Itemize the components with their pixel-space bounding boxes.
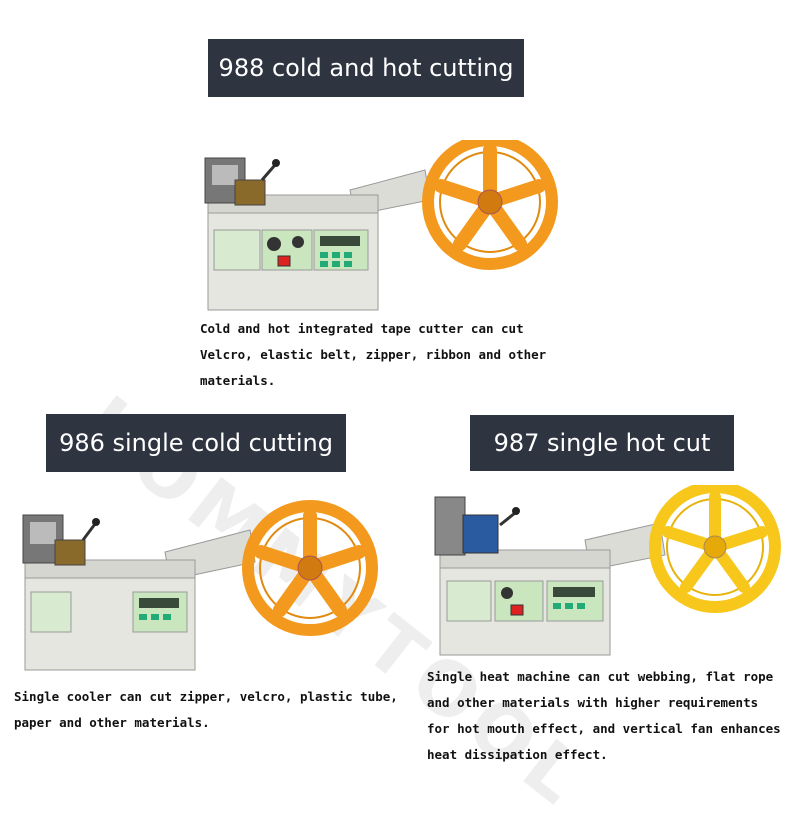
banner-986-text: 986 single cold cutting xyxy=(59,429,333,457)
banner-987-text: 987 single hot cut xyxy=(493,429,711,457)
machine-988-image xyxy=(204,140,558,311)
caption-988: Cold and hot integrated tape cutter can … xyxy=(200,316,546,394)
machine-986-image xyxy=(22,500,378,671)
caption-987-line-1: Single heat machine can cut webbing, fla… xyxy=(427,669,774,684)
caption-988-line-2: Velcro, elastic belt, zipper, ribbon and… xyxy=(200,347,547,362)
caption-987: Single heat machine can cut webbing, fla… xyxy=(427,664,781,768)
caption-986-line-2: paper and other materials. xyxy=(14,715,210,730)
caption-987-line-4: heat dissipation effect. xyxy=(427,747,608,762)
caption-987-line-3: for hot mouth effect, and vertical fan e… xyxy=(427,721,781,736)
banner-987: 987 single hot cut xyxy=(470,415,734,471)
banner-988-text: 988 cold and hot cutting xyxy=(218,54,514,82)
banner-988: 988 cold and hot cutting xyxy=(208,39,524,97)
caption-988-line-1: Cold and hot integrated tape cutter can … xyxy=(200,321,524,336)
caption-987-line-2: and other materials with higher requirem… xyxy=(427,695,759,710)
caption-986-line-1: Single cooler can cut zipper, velcro, pl… xyxy=(14,689,398,704)
caption-986: Single cooler can cut zipper, velcro, pl… xyxy=(14,684,398,736)
banner-986: 986 single cold cutting xyxy=(46,414,346,472)
caption-988-line-3: materials. xyxy=(200,373,276,388)
machine-987-image xyxy=(434,485,781,656)
